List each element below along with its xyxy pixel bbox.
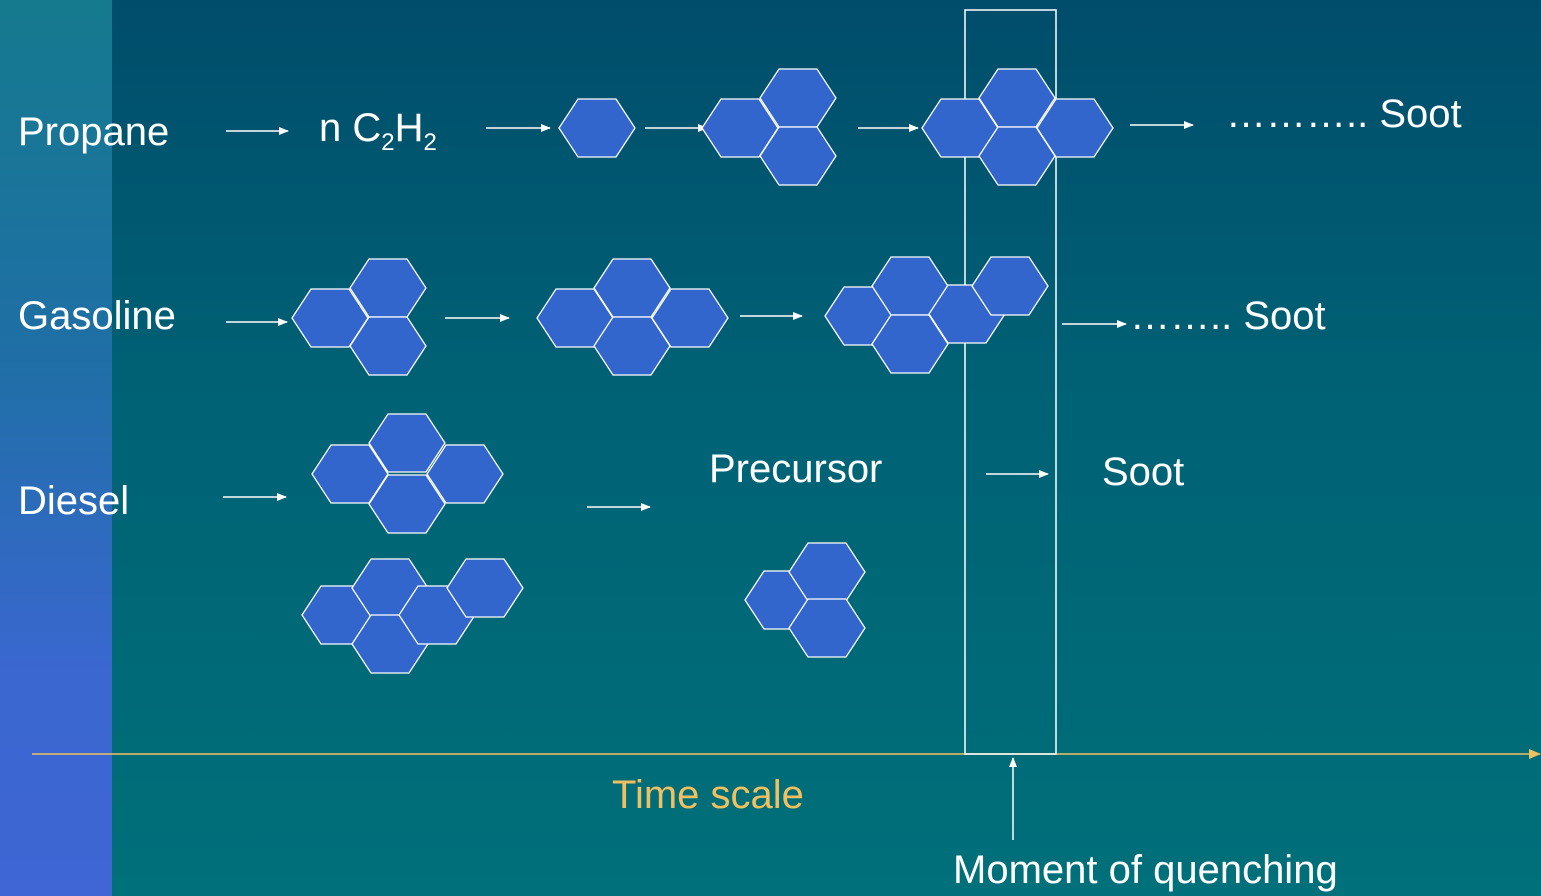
acetylene-subscript-2: 2 (423, 129, 437, 156)
hexagon-ring (349, 316, 427, 376)
propane-four-ring-molecule (921, 68, 1114, 186)
hexagon-ring (311, 444, 389, 504)
precursor-label: Precursor (709, 447, 883, 491)
gasoline-three-ring-molecule (291, 258, 427, 376)
propane-soot-label: ……….. Soot (1226, 92, 1462, 136)
hexagon-ring (788, 598, 866, 658)
reaction-arrows (223, 121, 1194, 511)
acetylene-formula: n C2H2 (319, 106, 437, 155)
acetylene-h: H (394, 106, 424, 150)
diesel-four-ring-molecule (311, 413, 504, 534)
gasoline-label: Gasoline (18, 294, 176, 338)
propane-benzene-molecule (558, 98, 636, 158)
hexagon-ring (1036, 98, 1114, 158)
left-accent-bar (0, 0, 112, 896)
diesel-five-ring-molecule (301, 558, 524, 674)
diesel-label: Diesel (18, 479, 130, 523)
acetylene-subscript-1: 2 (381, 129, 395, 156)
precursor-three-ring-molecule (744, 542, 866, 658)
hexagon-ring (971, 256, 1049, 316)
quenching-window (964, 9, 1057, 755)
acetylene-prefix: n C (319, 106, 382, 150)
propane-three-ring-molecule (701, 68, 837, 186)
hexagon-ring (558, 98, 636, 158)
hexagon-ring (651, 288, 729, 348)
propane-label: Propane (18, 110, 170, 154)
time-scale-label: Time scale (612, 773, 804, 817)
gasoline-five-ring-molecule (824, 256, 1049, 374)
moment-of-quenching-label: Moment of quenching (953, 848, 1338, 892)
diesel-soot-label: Soot (1102, 450, 1185, 494)
hexagon-ring (871, 314, 949, 374)
hexagon-ring (446, 558, 524, 618)
hexagon-ring (368, 474, 446, 534)
hexagon-ring (368, 413, 446, 473)
hexagon-ring (426, 444, 504, 504)
hexagon-ring (759, 126, 837, 186)
gasoline-soot-label: …….. Soot (1130, 294, 1326, 338)
gasoline-four-ring-molecule (536, 258, 729, 376)
